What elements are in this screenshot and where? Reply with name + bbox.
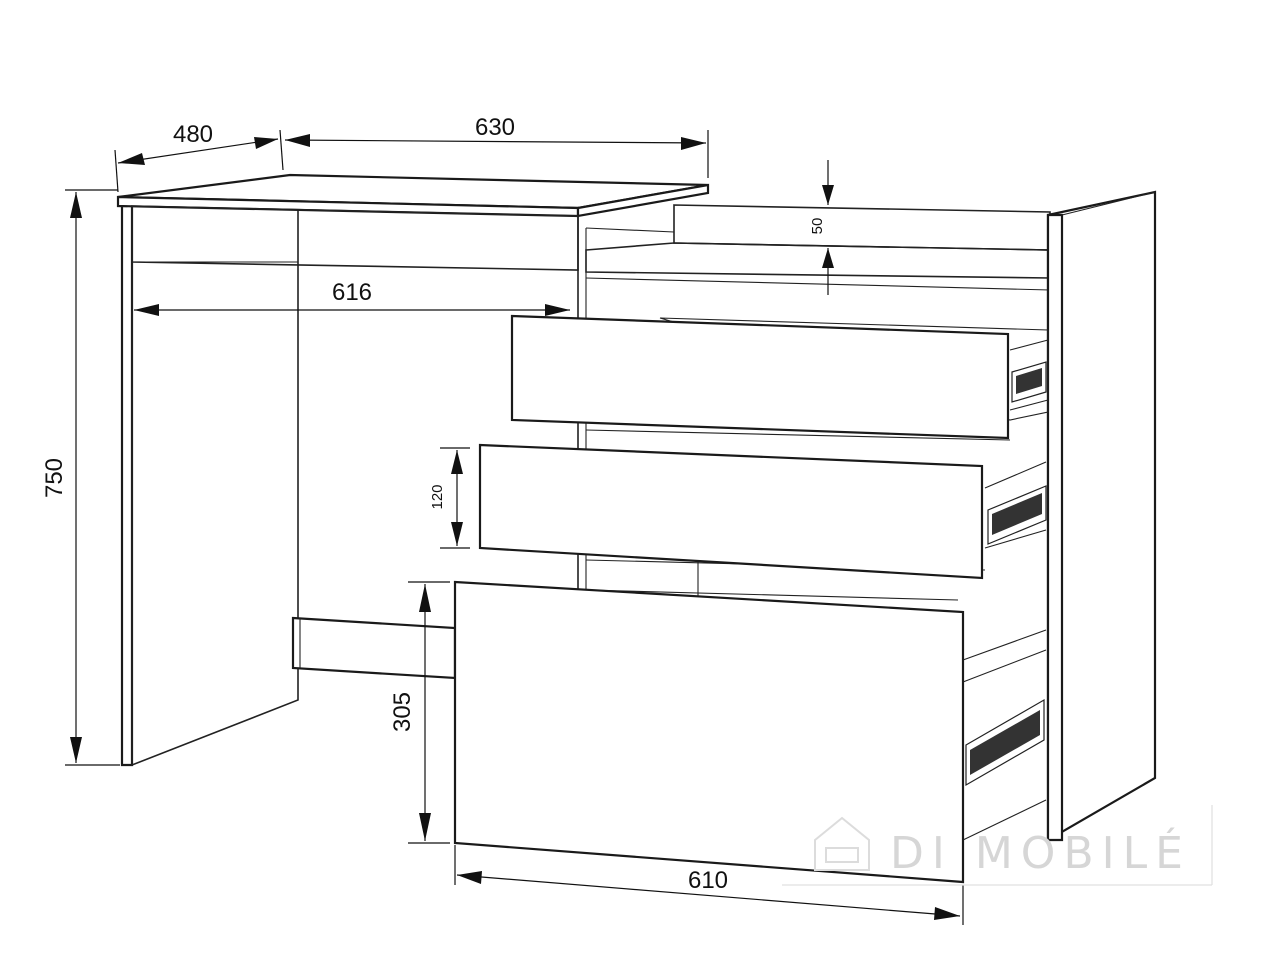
- dimension-height-label: 750: [41, 458, 68, 498]
- dimension-top-drawer-front: 50: [809, 160, 834, 295]
- stretcher-bar: [291, 616, 457, 680]
- dimension-bottom-drawer-height: 305: [389, 581, 450, 844]
- dimension-height: 750: [41, 189, 120, 766]
- dimension-depth-label: 480: [173, 121, 213, 148]
- drawer-2-rail: [987, 485, 1047, 545]
- dimension-drawer-height: 120: [429, 447, 470, 549]
- watermark: DI MOBILÉ: [782, 805, 1213, 886]
- drawer-2: [478, 443, 1047, 580]
- drawer-3: [453, 580, 1047, 884]
- drawer-1-rail: [1011, 361, 1047, 403]
- dimension-top-width: 630: [284, 114, 709, 178]
- dimension-bottom-drawer-width-label: 610: [688, 867, 728, 894]
- dimension-drawer-height-label: 120: [429, 484, 446, 509]
- right-side-panel: [1046, 190, 1157, 842]
- desk-top: [116, 173, 710, 218]
- dimension-bottom-drawer-height-label: 305: [389, 692, 416, 732]
- dimension-leg-gap-label: 616: [332, 279, 372, 306]
- drawer-1: [510, 314, 1049, 440]
- dimension-depth: 480: [114, 121, 284, 193]
- dimension-bottom-drawer-width: 610: [454, 845, 964, 925]
- dimension-leg-gap: 616: [134, 279, 570, 316]
- dimension-top-width-label: 630: [475, 114, 515, 141]
- dimension-top-drawer-front-label: 50: [809, 218, 826, 235]
- drawer-3-rail: [965, 698, 1045, 787]
- left-side-panel: [120, 203, 299, 767]
- watermark-text: DI MOBILÉ: [890, 826, 1191, 879]
- home-logo-icon: [814, 816, 870, 871]
